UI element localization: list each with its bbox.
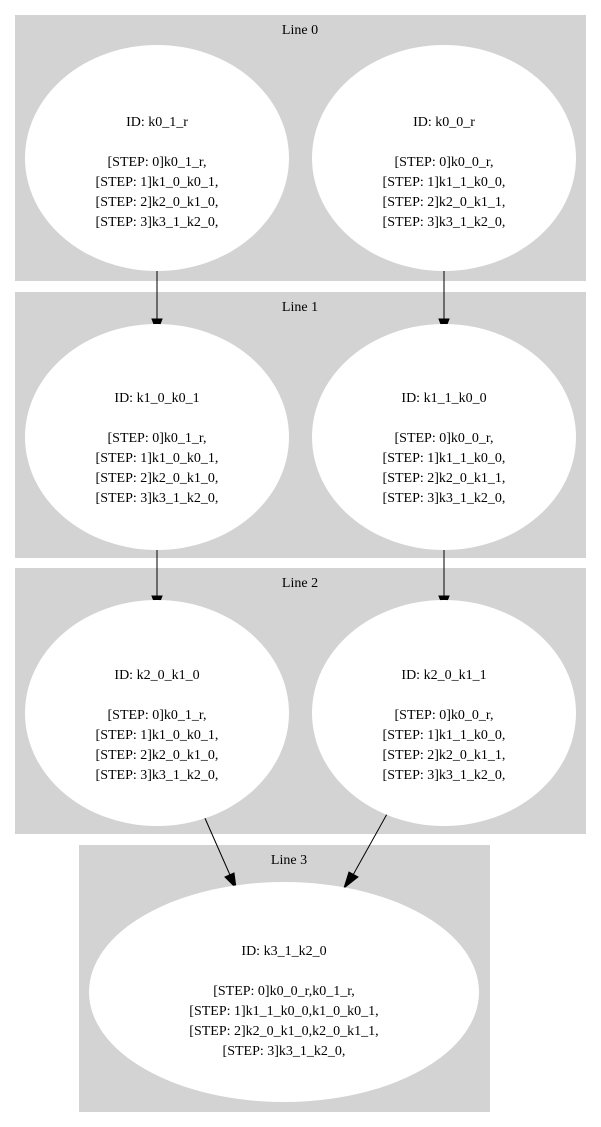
cluster-line-3-label: Line 3 bbox=[271, 853, 307, 868]
node-step-1: [STEP: 1]k1_1_k0_0, bbox=[383, 451, 506, 466]
node-k1_0_k0_1: ID: k1_0_k0_1 [STEP: 0]k0_1_r, [STEP: 1]… bbox=[25, 324, 289, 550]
node-ellipse bbox=[25, 324, 289, 550]
edge-line bbox=[352, 813, 388, 876]
node-step-0: [STEP: 0]k0_1_r, bbox=[108, 431, 207, 446]
node-k2_0_k1_0: ID: k2_0_k1_0 [STEP: 0]k0_1_r, [STEP: 1]… bbox=[25, 600, 289, 826]
node-step-2: [STEP: 2]k2_0_k1_1, bbox=[383, 748, 506, 763]
node-step-1: [STEP: 1]k1_1_k0_0, bbox=[383, 175, 506, 190]
node-k2_0_k1_1: ID: k2_0_k1_1 [STEP: 0]k0_0_r, [STEP: 1]… bbox=[312, 600, 576, 826]
node-step-0: [STEP: 0]k0_0_r, bbox=[395, 155, 494, 170]
node-step-1: [STEP: 1]k1_0_k0_1, bbox=[96, 728, 219, 743]
edge-k2_0_k1_0-to-k3_1_k2_0 bbox=[203, 815, 237, 890]
cluster-line-2-label: Line 2 bbox=[282, 576, 318, 591]
edge-line bbox=[203, 815, 231, 876]
node-id: ID: k1_0_k0_1 bbox=[114, 391, 199, 406]
node-step-2: [STEP: 2]k2_0_k1_0,k2_0_k1_1, bbox=[189, 1024, 378, 1039]
arrowhead bbox=[343, 871, 359, 890]
node-ellipse bbox=[312, 600, 576, 826]
node-step-0: [STEP: 0]k0_0_r, bbox=[395, 431, 494, 446]
node-step-1: [STEP: 1]k1_0_k0_1, bbox=[96, 451, 219, 466]
node-step-3: [STEP: 3]k3_1_k2_0, bbox=[96, 491, 219, 506]
node-step-3: [STEP: 3]k3_1_k2_0, bbox=[96, 215, 219, 230]
node-step-1: [STEP: 1]k1_1_k0_0,k1_0_k0_1, bbox=[189, 1004, 378, 1019]
node-k0_1_r: ID: k0_1_r [STEP: 0]k0_1_r, [STEP: 1]k1_… bbox=[25, 45, 289, 271]
node-k0_0_r: ID: k0_0_r [STEP: 0]k0_0_r, [STEP: 1]k1_… bbox=[312, 45, 576, 271]
edge-k2_0_k1_1-to-k3_1_k2_0 bbox=[343, 813, 388, 890]
node-step-2: [STEP: 2]k2_0_k1_0, bbox=[96, 471, 219, 486]
cluster-line-1-label: Line 1 bbox=[282, 300, 318, 315]
node-step-1: [STEP: 1]k1_1_k0_0, bbox=[383, 728, 506, 743]
node-id: ID: k3_1_k2_0 bbox=[241, 944, 326, 959]
node-step-0: [STEP: 0]k0_1_r, bbox=[108, 708, 207, 723]
node-id: ID: k0_0_r bbox=[413, 115, 475, 130]
node-k1_1_k0_0: ID: k1_1_k0_0 [STEP: 0]k0_0_r, [STEP: 1]… bbox=[312, 324, 576, 550]
cluster-line-0-label: Line 0 bbox=[282, 23, 318, 38]
node-step-2: [STEP: 2]k2_0_k1_0, bbox=[96, 195, 219, 210]
node-id: ID: k1_1_k0_0 bbox=[401, 391, 486, 406]
node-ellipse bbox=[25, 600, 289, 826]
node-step-0: [STEP: 0]k0_1_r, bbox=[108, 155, 207, 170]
node-step-2: [STEP: 2]k2_0_k1_0, bbox=[96, 748, 219, 763]
node-step-3: [STEP: 3]k3_1_k2_0, bbox=[383, 215, 506, 230]
node-step-3: [STEP: 3]k3_1_k2_0, bbox=[383, 491, 506, 506]
arrowhead bbox=[224, 872, 237, 890]
node-step-3: [STEP: 3]k3_1_k2_0, bbox=[96, 768, 219, 783]
node-ellipse bbox=[89, 882, 479, 1102]
node-k3_1_k2_0: ID: k3_1_k2_0 [STEP: 0]k0_0_r,k0_1_r, [S… bbox=[89, 882, 479, 1102]
node-ellipse bbox=[312, 45, 576, 271]
node-ellipse bbox=[25, 45, 289, 271]
node-id: ID: k2_0_k1_1 bbox=[401, 668, 486, 683]
node-step-2: [STEP: 2]k2_0_k1_1, bbox=[383, 471, 506, 486]
node-step-1: [STEP: 1]k1_0_k0_1, bbox=[96, 175, 219, 190]
node-step-2: [STEP: 2]k2_0_k1_1, bbox=[383, 195, 506, 210]
node-step-0: [STEP: 0]k0_0_r, bbox=[395, 708, 494, 723]
node-step-3: [STEP: 3]k3_1_k2_0, bbox=[223, 1044, 346, 1059]
node-ellipse bbox=[312, 324, 576, 550]
node-id: ID: k0_1_r bbox=[126, 115, 188, 130]
node-id: ID: k2_0_k1_0 bbox=[114, 668, 199, 683]
node-step-0: [STEP: 0]k0_0_r,k0_1_r, bbox=[213, 984, 355, 999]
node-step-3: [STEP: 3]k3_1_k2_0, bbox=[383, 768, 506, 783]
